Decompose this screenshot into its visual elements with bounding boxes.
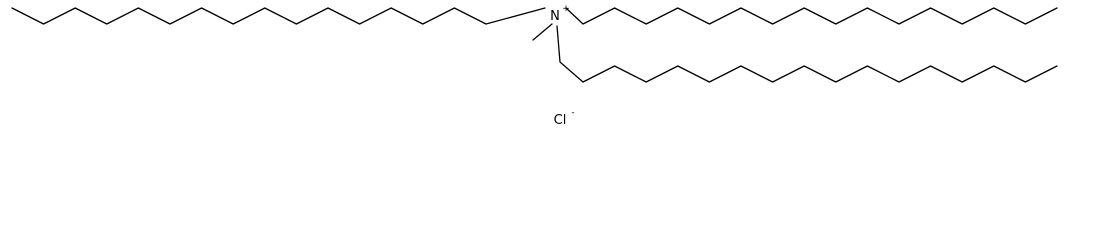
right-alkyl-chain-bond — [565, 7, 1058, 25]
left-alkyl-chain-bond — [11, 7, 546, 25]
bond-lines — [11, 7, 1058, 83]
nitrogen-charge-label: + — [562, 4, 570, 14]
skeletal-structure: N + Cl - — [11, 4, 1058, 128]
chloride-ion-label: Cl — [554, 113, 567, 128]
lower-alkyl-chain-bond — [556, 25, 1058, 83]
chloride-charge-label: - — [571, 108, 574, 118]
nitrogen-atom-label: N — [550, 9, 560, 24]
methyl-bond — [532, 23, 553, 41]
